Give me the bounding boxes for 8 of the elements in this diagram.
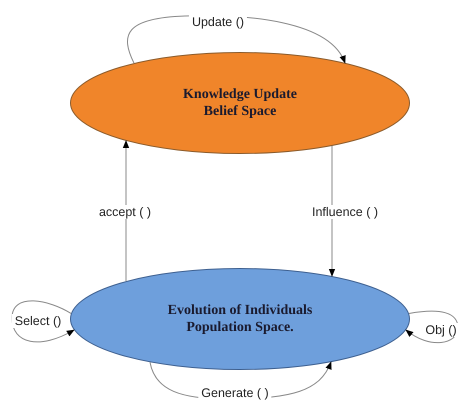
edge-label: Update () [188,15,248,29]
node-label: Evolution of Individuals Population Space. [166,302,314,336]
node-label: Knowledge Update Belief Space [182,86,298,120]
arrow [328,145,336,277]
arrow [122,140,130,282]
arrow [405,310,458,344]
edge-label: Generate ( ) [198,386,272,400]
arrow [12,300,75,342]
